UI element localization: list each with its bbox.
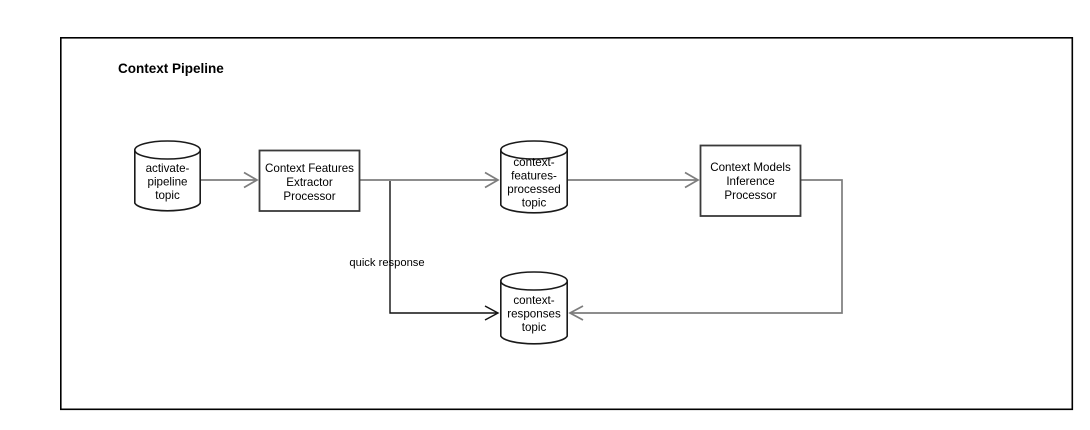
node-label-line: Processor [283, 190, 335, 203]
node-label-line: Inference [726, 175, 774, 188]
node-label-line: features- [511, 170, 557, 183]
node-label-line: context- [513, 294, 554, 307]
edge-activate-to-extractor [201, 171, 259, 189]
node-label-line: pipeline [148, 176, 188, 189]
edge-extractor-to-features-processed [360, 171, 500, 189]
edge-label-quick-response: quick response [349, 257, 424, 269]
node-activate-pipeline-topic[interactable]: activate- pipeline topic [134, 140, 202, 212]
node-label-line: topic [522, 197, 547, 210]
node-label-line: Context Features [265, 162, 354, 175]
page-title: Context Pipeline [118, 61, 224, 76]
edge-features-processed-to-inference [568, 171, 700, 189]
node-label-line: context- [513, 156, 554, 169]
node-label-line: responses [507, 308, 561, 321]
pipeline-container-frame [59, 36, 1074, 411]
node-context-models-inference-processor[interactable]: Context Models Inference Processor [699, 144, 802, 217]
edge-extractor-to-responses [389, 181, 500, 321]
node-label-line: Processor [724, 189, 776, 202]
node-label-line: activate- [146, 162, 190, 175]
node-label-line: Extractor [286, 176, 333, 189]
node-label-line: processed [507, 183, 561, 196]
node-label-line: topic [155, 189, 180, 202]
node-context-features-processed-topic[interactable]: context- features- processed topic [499, 140, 568, 214]
node-label-line: topic [522, 321, 547, 334]
node-context-responses-topic[interactable]: context- responses topic [499, 271, 568, 345]
node-context-features-extractor-processor[interactable]: Context Features Extractor Processor [258, 149, 361, 212]
edge-inference-to-responses [568, 179, 843, 321]
node-label-line: Context Models [710, 161, 791, 174]
